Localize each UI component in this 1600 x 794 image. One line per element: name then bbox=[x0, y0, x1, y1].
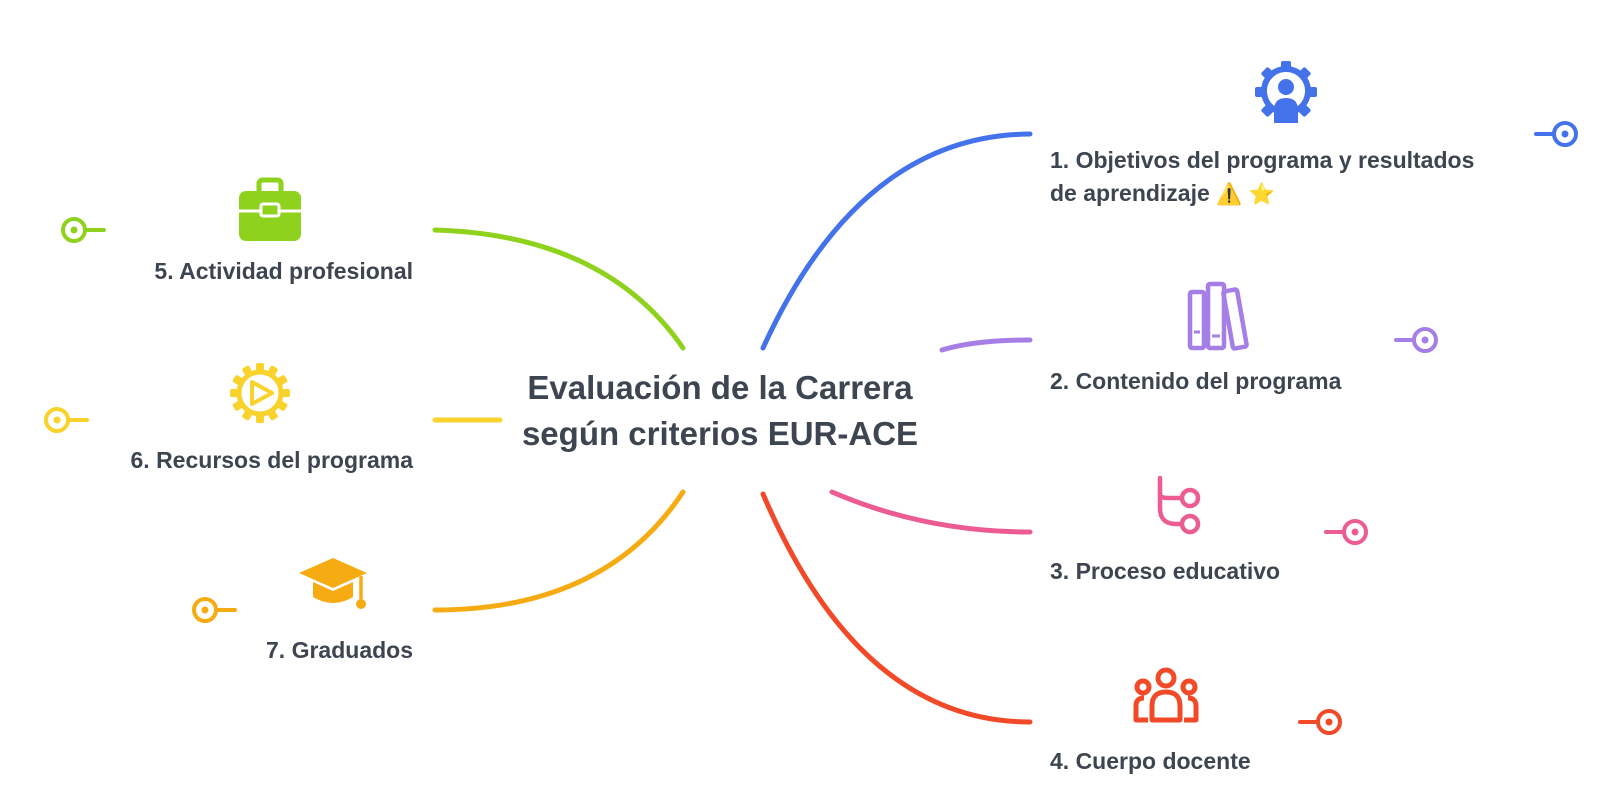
branch-6-collapse-handle[interactable] bbox=[44, 407, 89, 433]
branch-2-collapse-handle[interactable] bbox=[1394, 327, 1438, 353]
branch-3-topic[interactable]: 3. Proceso educativo bbox=[1050, 558, 1281, 584]
central-topic-line-1: Evaluación de la Carrera bbox=[527, 369, 913, 406]
graduation-cap-icon bbox=[299, 558, 367, 609]
branch-1-collapse-handle[interactable] bbox=[1534, 121, 1578, 147]
branch-7-topic[interactable]: 7. Graduados bbox=[266, 637, 413, 663]
star-marker-icon: ⭐ bbox=[1248, 183, 1275, 206]
branch-1-label-text: de aprendizaje bbox=[1050, 180, 1210, 206]
warning-marker-icon: ⚠️ bbox=[1216, 183, 1243, 206]
branch-5-collapse-handle[interactable] bbox=[61, 217, 106, 243]
branch-5-connector bbox=[432, 227, 686, 351]
branch-6-topic[interactable]: 6. Recursos del programa bbox=[130, 447, 414, 473]
central-topic[interactable]: Evaluación de la Carrera según criterios… bbox=[500, 365, 940, 457]
branch-2-topic[interactable]: 2. Contenido del programa bbox=[1050, 368, 1342, 394]
central-topic-line-2: según criterios EUR-ACE bbox=[521, 415, 919, 452]
gear-play-icon bbox=[230, 363, 290, 423]
briefcase-icon bbox=[239, 177, 301, 241]
branch-2-connector bbox=[939, 337, 1033, 353]
books-icon bbox=[1187, 281, 1249, 351]
branch-4-collapse-handle[interactable] bbox=[1298, 709, 1342, 735]
branch-1-label-line-1: 1. Objetivos del programa y resultados bbox=[1050, 147, 1475, 173]
branch-4-connector bbox=[760, 491, 1033, 725]
branch-3-collapse-handle[interactable] bbox=[1324, 519, 1368, 545]
flow-branch-icon bbox=[1157, 475, 1201, 535]
branch-4-topic[interactable]: 4. Cuerpo docente bbox=[1050, 748, 1251, 774]
gear-person-icon bbox=[1255, 61, 1317, 123]
branch-1-connector bbox=[760, 131, 1033, 351]
group-people-icon bbox=[1133, 667, 1199, 723]
branch-1-topic[interactable]: 1. Objetivos del programa y resultados d… bbox=[1050, 144, 1474, 211]
branch-5-topic[interactable]: 5. Actividad profesional bbox=[154, 258, 413, 284]
branch-3-connector bbox=[829, 489, 1033, 535]
branch-7-connector bbox=[432, 489, 686, 613]
branch-7-collapse-handle[interactable] bbox=[192, 597, 237, 623]
branch-1-label-line-2: de aprendizaje ⚠️ ⭐ bbox=[1050, 177, 1474, 211]
